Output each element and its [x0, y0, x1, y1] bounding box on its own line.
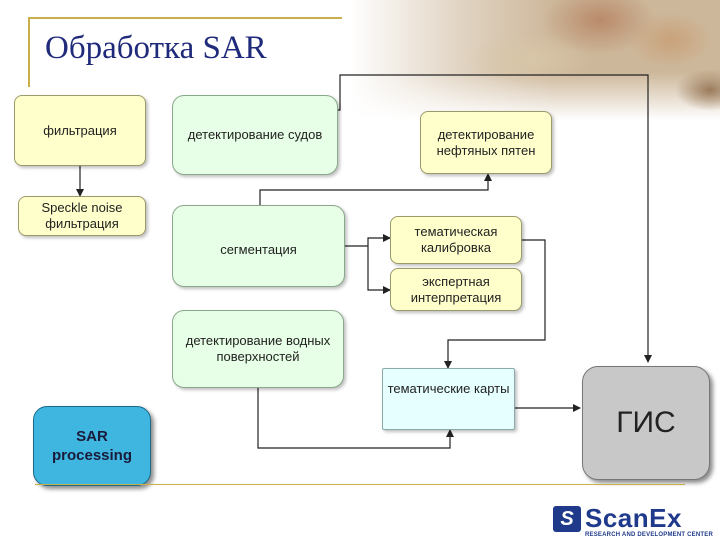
- node-sar-processing-label: SAR processing: [51, 428, 133, 464]
- node-gis-label: ГИС: [616, 406, 676, 439]
- node-ship-detection: детектирование судов: [172, 95, 338, 175]
- page-title: Обработка SAR: [45, 30, 267, 66]
- bottom-rule: [35, 484, 685, 485]
- node-thematic-calibration-label: тематическая калибровка: [414, 224, 498, 255]
- scanex-logo: S ScanEx RESEARCH AND DEVELOPMENT CENTER: [553, 503, 718, 540]
- scanex-logo-tagline: RESEARCH AND DEVELOPMENT CENTER: [585, 532, 713, 538]
- edge-segmentation-expert: [367, 246, 391, 294]
- node-thematic-maps: тематические карты: [382, 368, 515, 430]
- node-speckle-filtering: Speckle noise фильтрация: [18, 196, 146, 236]
- node-gis: ГИС: [582, 366, 710, 480]
- node-water-detection-label: детектирование водных поверхностей: [185, 333, 331, 364]
- node-speckle-filtering-label: Speckle noise фильтрация: [41, 200, 123, 231]
- scanex-logo-icon: S: [553, 506, 581, 532]
- node-water-detection: детектирование водных поверхностей: [172, 310, 344, 388]
- node-oil-spill-detection: детектирование нефтяных пятен: [420, 111, 552, 174]
- node-filtering-label: фильтрация: [43, 122, 117, 138]
- satellite-image-decoration: [350, 0, 720, 120]
- edge-segmentation-calibration: [345, 234, 391, 247]
- title-rule-left: [28, 17, 30, 87]
- scanex-logo-name: ScanEx: [585, 503, 682, 533]
- node-filtering: фильтрация: [14, 95, 146, 166]
- edge-ship-to-gis: [338, 74, 652, 363]
- node-ship-detection-label: детектирование судов: [187, 127, 323, 142]
- node-thematic-maps-label: тематические карты: [387, 381, 510, 396]
- node-thematic-calibration: тематическая калибровка: [390, 216, 522, 264]
- edge-calibration-maps: [444, 239, 546, 369]
- edge-segmentation-to-oil: [259, 173, 492, 205]
- node-oil-spill-detection-label: детектирование нефтяных пятен: [436, 126, 536, 158]
- node-expert-interpretation: экспертная интерпретация: [390, 268, 522, 311]
- edge-water-maps: [257, 388, 454, 449]
- title-rule-top: [28, 17, 342, 19]
- node-sar-processing: SAR processing: [33, 406, 151, 486]
- node-expert-interpretation-label: экспертная интерпретация: [410, 273, 502, 305]
- node-segmentation: сегментация: [172, 205, 345, 287]
- node-segmentation-label: сегментация: [220, 242, 297, 257]
